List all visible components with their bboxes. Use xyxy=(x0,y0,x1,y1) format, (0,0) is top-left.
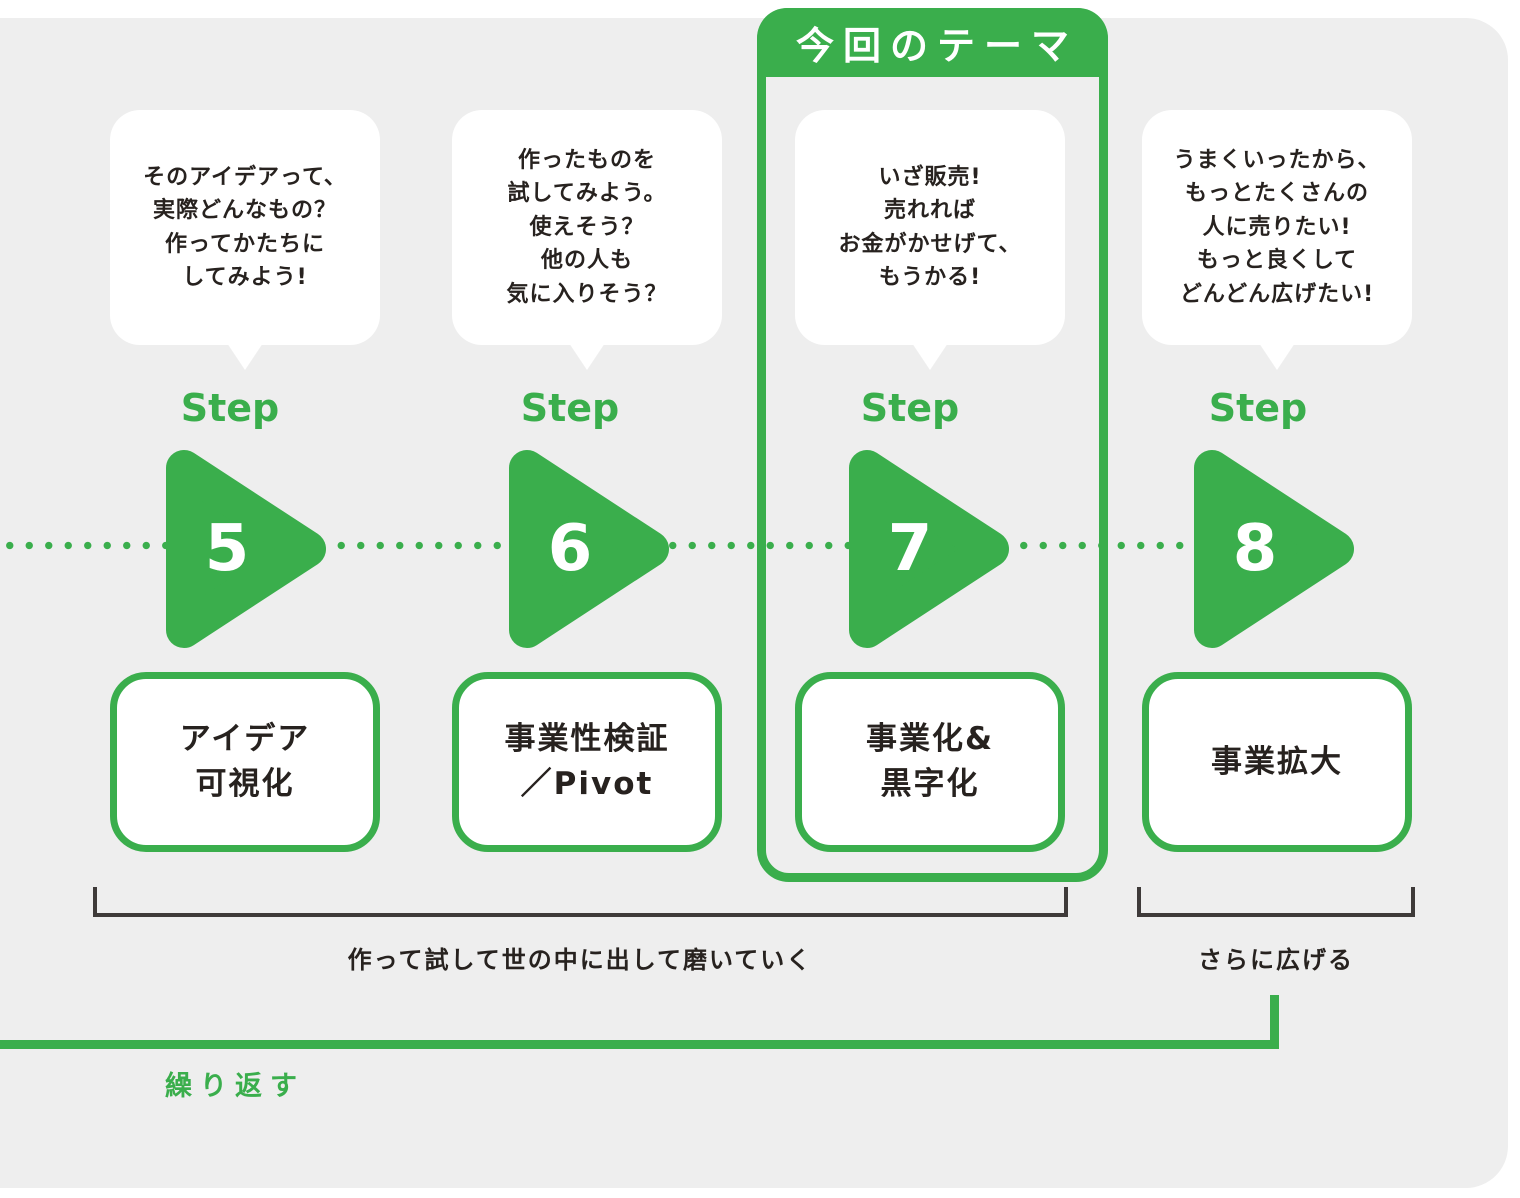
box-line: 黒字化 xyxy=(880,766,980,802)
repeat-label: 繰り返す xyxy=(165,1071,305,1102)
step-arrow-icon xyxy=(1194,450,1354,648)
bubble-line: 売れれば xyxy=(883,198,976,224)
box-line: 可視化 xyxy=(195,766,295,802)
step-label-6: Step xyxy=(520,386,620,430)
step-label-5: Step xyxy=(180,386,280,430)
bubble-line: 人に売りたい! xyxy=(1202,214,1352,240)
bracket-step-8 xyxy=(1137,887,1415,917)
bubble-line: お金がかせげて、 xyxy=(838,231,1022,257)
bubble-line: 使えそう？ xyxy=(529,214,645,240)
step-label-7: Step xyxy=(860,386,960,430)
bubble-line: 実際どんなもの？ xyxy=(152,198,337,224)
bracket-label-expand: さらに広げる xyxy=(1198,946,1354,974)
bubble-line: そのアイデアって、 xyxy=(143,164,347,190)
step-box-7: 事業化& 黒字化 xyxy=(795,672,1065,852)
speech-bubble-step5: そのアイデアって、 実際どんなもの？ 作ってかたちに してみよう! xyxy=(110,110,380,345)
bubble-line: いざ販売! xyxy=(878,164,982,190)
bubble-line: どんどん広げたい! xyxy=(1179,281,1375,307)
bubble-line: うまくいったから、 xyxy=(1173,147,1381,173)
bubble-tail xyxy=(912,343,948,370)
step-arrow-icon xyxy=(849,450,1009,648)
theme-badge-label: 今回のテーマ xyxy=(795,24,1078,68)
step-number-5: 5 xyxy=(204,512,250,586)
bubble-tail xyxy=(569,343,605,370)
bubble-tail xyxy=(227,343,263,370)
repeat-line-horizontal xyxy=(0,1040,1279,1049)
bubble-tail xyxy=(1259,343,1295,370)
bubble-line: してみよう! xyxy=(182,264,308,290)
step-box-6: 事業性検証 ／Pivot xyxy=(452,672,722,852)
step-arrow-icon xyxy=(509,450,669,648)
bubble-line: もうかる! xyxy=(878,264,982,290)
step-arrow-icon xyxy=(166,450,326,648)
step-number-8: 8 xyxy=(1232,512,1278,586)
box-line: 事業化& xyxy=(865,721,995,758)
repeat-line-vertical xyxy=(1270,995,1279,1049)
bubble-line: 作ってかたちに xyxy=(165,231,325,257)
speech-bubble-step8: うまくいったから、 もっとたくさんの 人に売りたい! もっと良くして どんどん広… xyxy=(1142,110,1412,345)
bubble-line: 試してみよう。 xyxy=(507,181,667,207)
bubble-line: もっと良くして xyxy=(1196,248,1358,274)
bubble-line: もっとたくさんの xyxy=(1184,181,1369,207)
bracket-label-build: 作って試して世の中に出して磨いていく xyxy=(347,946,813,974)
speech-bubble-step7: いざ販売! 売れれば お金がかせげて、 もうかる! xyxy=(795,110,1065,345)
bracket-steps-5-7 xyxy=(93,887,1068,917)
step-label-8: Step xyxy=(1208,386,1308,430)
step-number-7: 7 xyxy=(887,512,933,586)
bubble-line: 気に入りそう？ xyxy=(506,281,668,307)
bubble-line: 他の人も xyxy=(540,248,633,274)
step-box-5: アイデア 可視化 xyxy=(110,672,380,852)
theme-badge: 今回のテーマ xyxy=(757,8,1108,77)
step-number-6: 6 xyxy=(547,512,593,586)
box-line: 事業拡大 xyxy=(1211,743,1343,780)
box-line: 事業性検証 xyxy=(504,721,670,758)
speech-bubble-step6: 作ったものを 試してみよう。 使えそう？ 他の人も 気に入りそう？ xyxy=(452,110,722,345)
box-line: ／Pivot xyxy=(520,766,654,802)
step-box-8: 事業拡大 xyxy=(1142,672,1412,852)
bubble-line: 作ったものを xyxy=(517,147,656,173)
box-line: アイデア xyxy=(179,721,311,758)
